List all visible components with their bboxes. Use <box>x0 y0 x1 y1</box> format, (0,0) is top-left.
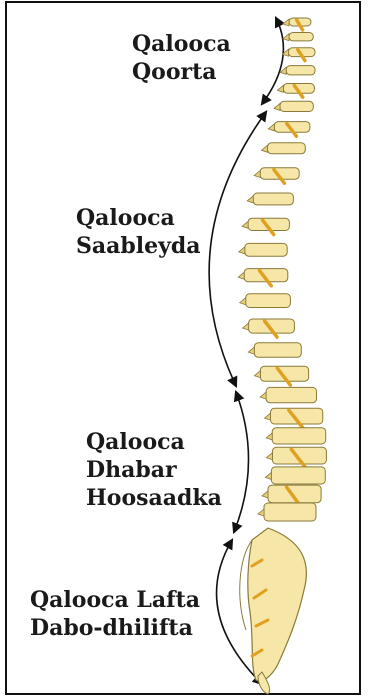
spinous-process <box>254 371 260 378</box>
vertebral-column <box>238 18 326 521</box>
spinous-process <box>268 124 274 131</box>
spinous-process <box>258 509 264 516</box>
spinous-process <box>243 323 249 330</box>
vertebra <box>254 343 301 358</box>
spinous-process <box>247 196 253 203</box>
spinous-process <box>266 433 272 440</box>
spinous-process <box>266 453 272 460</box>
sacrum <box>240 528 307 694</box>
vertebra <box>289 33 313 41</box>
vertebra <box>268 143 306 154</box>
vertebra <box>253 193 293 205</box>
vertebra <box>264 503 316 521</box>
vertebra <box>246 294 291 308</box>
spinous-process <box>242 221 248 228</box>
vertebra <box>280 101 313 111</box>
spinous-process <box>248 347 254 354</box>
spinous-process <box>274 103 280 110</box>
vertebra <box>245 243 287 256</box>
vertebra <box>272 428 326 444</box>
spinous-process <box>283 34 289 41</box>
spinous-process <box>265 413 271 420</box>
spinous-process <box>240 298 246 305</box>
spinous-process <box>260 392 266 399</box>
vertebra <box>271 467 325 484</box>
vertebra <box>266 387 316 402</box>
lumbar-curve-arrow <box>234 392 249 532</box>
spinous-process <box>238 272 244 279</box>
spinous-process <box>262 491 268 498</box>
spinous-process <box>254 171 260 178</box>
spinous-process <box>239 247 245 254</box>
spinous-process <box>283 19 289 26</box>
spinous-process <box>262 145 268 152</box>
spinous-process <box>265 472 271 479</box>
sacrum-bone <box>248 528 307 681</box>
spinous-process <box>277 85 283 92</box>
vertebra <box>286 66 315 75</box>
